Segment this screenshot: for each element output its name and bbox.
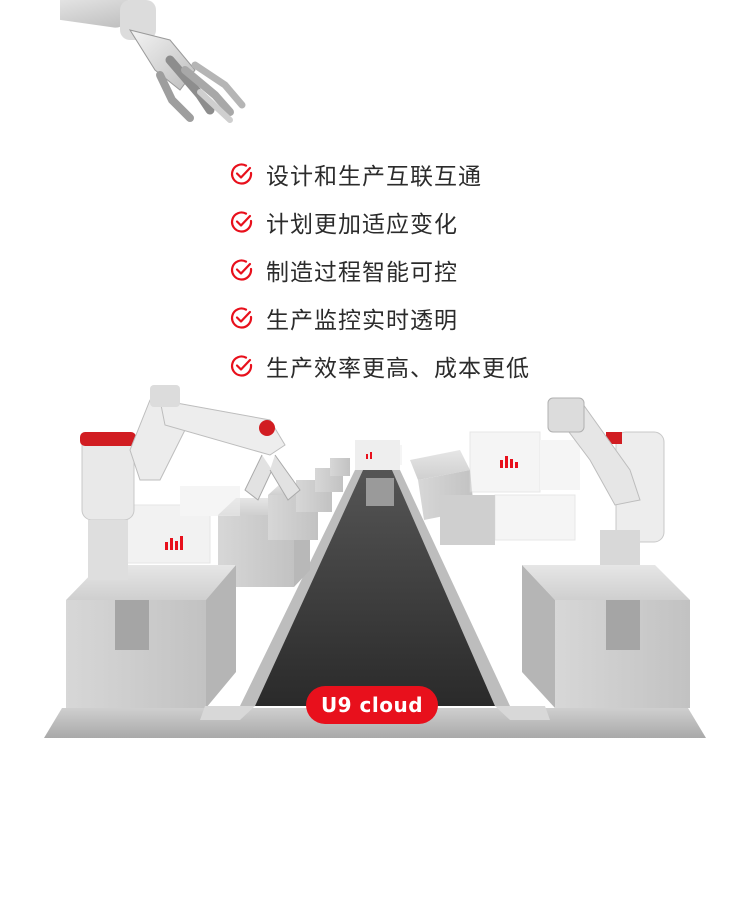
conveyor-belt (255, 470, 495, 706)
check-circle-icon (230, 163, 253, 185)
feature-label: 生产效率更高、成本更低 (266, 356, 530, 382)
belt-box (366, 478, 394, 506)
feature-label: 生产监控实时透明 (266, 308, 458, 334)
feature-list: 设计和生产互联互通 计划更加适应变化 制造过程智能可控 生产监控实时透明 生产效… (230, 150, 590, 390)
u9-cloud-badge: U9 cloud (306, 686, 438, 724)
feature-item: 生产监控实时透明 (230, 294, 590, 342)
left-robot-arm (80, 385, 301, 580)
feature-label: 计划更加适应变化 (266, 212, 458, 238)
check-circle-icon (230, 259, 253, 281)
conveyor-left-rail (240, 470, 363, 706)
dashboard-bar-marks (165, 452, 518, 550)
feature-item: 设计和生产互联互通 (230, 150, 590, 198)
feature-item: 制造过程智能可控 (230, 246, 590, 294)
floating-box (410, 450, 495, 545)
conveyor-right-rail (392, 470, 510, 706)
right-robot-arm (547, 397, 665, 565)
feature-item: 计划更加适应变化 (230, 198, 590, 246)
feature-item: 生产效率更高、成本更低 (230, 342, 590, 390)
factory-conveyor-illustration (44, 385, 706, 738)
big-right-box (522, 565, 690, 708)
robot-hand-illustration (60, 0, 246, 123)
feature-label: 制造过程智能可控 (266, 260, 458, 286)
check-circle-icon (230, 355, 253, 377)
check-circle-icon (230, 307, 253, 329)
big-left-box (66, 565, 236, 708)
feature-label: 设计和生产互联互通 (266, 164, 482, 190)
check-circle-icon (230, 211, 253, 233)
